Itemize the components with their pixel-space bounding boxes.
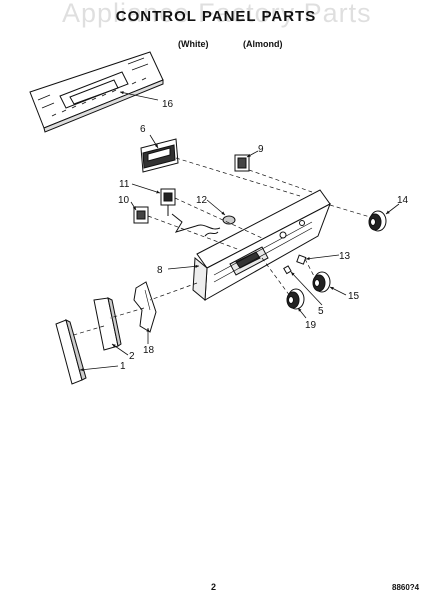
callout-9: 9 [258, 144, 264, 155]
callout-2: 2 [129, 351, 135, 362]
callout-13: 13 [339, 251, 351, 262]
part-18-side-bracket [133, 281, 157, 333]
variant-white-label: (White) [178, 39, 209, 49]
leader-1 [79, 365, 119, 372]
part-13-knob-insert [296, 254, 307, 265]
part-5-screw [283, 265, 292, 275]
watermark: Appliance Factory Parts [62, 0, 372, 28]
callout-19: 19 [305, 320, 317, 331]
page-number: 2 [211, 582, 217, 592]
leader-14 [385, 203, 400, 215]
callout-1: 1 [120, 361, 126, 372]
part-2-end-cap [93, 297, 122, 351]
callout-11: 11 [119, 179, 130, 190]
leader-5 [290, 271, 323, 306]
part-12-wire-harness [171, 213, 236, 237]
callout-18: 18 [143, 345, 155, 356]
part-19-knob [286, 288, 305, 310]
leader-12 [206, 199, 226, 216]
variant-almond-label: (Almond) [243, 39, 283, 49]
leader-16 [119, 91, 159, 101]
part-1-side-trim [55, 319, 87, 385]
leader-8 [167, 264, 200, 270]
part-10-terminal-block [133, 206, 149, 224]
callout-10: 10 [118, 195, 130, 206]
leader-19 [297, 307, 307, 319]
diagram-title: CONTROL PANEL PARTS [115, 8, 317, 25]
callout-6: 6 [140, 124, 146, 135]
part-8-control-panel [192, 189, 331, 302]
leader-6 [149, 134, 159, 149]
leader-13 [305, 254, 340, 261]
leader-9 [246, 150, 259, 158]
callout-5: 5 [318, 306, 324, 317]
leader-15 [329, 286, 347, 296]
part-9-clip [234, 154, 250, 172]
part-11-selector-switch [160, 188, 176, 216]
callout-14: 14 [397, 195, 409, 206]
callout-16: 16 [162, 99, 174, 110]
part-6-switch-bracket [140, 138, 179, 173]
document-number: 8860?4 [392, 583, 420, 592]
callout-12: 12 [196, 195, 208, 206]
assembly-dashed-lines [69, 157, 371, 337]
part-14-knob [368, 210, 387, 232]
callout-15: 15 [348, 291, 360, 302]
leader-11 [131, 183, 161, 194]
callout-8: 8 [157, 265, 163, 276]
part-15-knob [312, 271, 331, 293]
leader-10 [130, 201, 137, 211]
part-16-rear-panel [29, 51, 164, 133]
leader-2 [111, 343, 129, 356]
